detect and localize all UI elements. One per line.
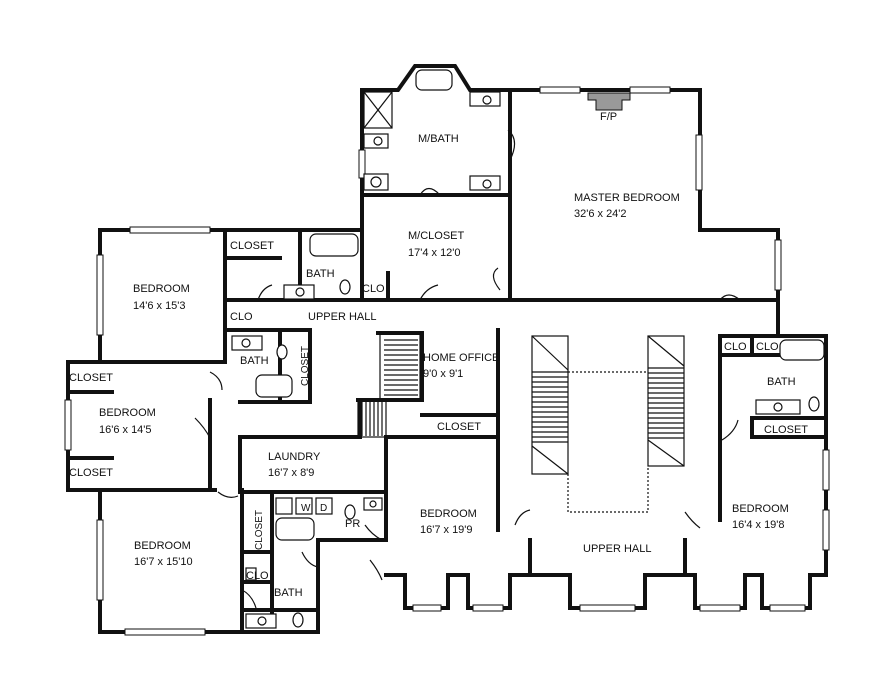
- stairs: [357, 332, 685, 513]
- clo2-label: CLO: [230, 311, 253, 323]
- closet2-label: CLOSET: [300, 346, 311, 386]
- laundry-label: LAUNDRY: [268, 451, 321, 463]
- bedroom5-label: BEDROOM: [732, 503, 789, 515]
- bedroom4-label: BEDROOM: [420, 508, 477, 520]
- fixtures: [231, 69, 825, 629]
- home-office-label: HOME OFFICE: [423, 352, 499, 364]
- bath4-label: BATH: [767, 376, 796, 388]
- laundry-dim: 16'7 x 8'9: [268, 467, 314, 479]
- bath3-label: BATH: [274, 587, 303, 599]
- closet-w2-label: CLOSET: [69, 467, 113, 479]
- upper-hall1-label: UPPER HALL: [308, 311, 376, 323]
- upper-hall2-label: UPPER HALL: [583, 543, 651, 555]
- bedroom1-dim: 14'6 x 15'3: [133, 300, 186, 312]
- bath2-label: BATH: [240, 355, 269, 367]
- closet-r-label: CLOSET: [764, 424, 808, 436]
- clo-r2-label: CLO: [756, 341, 779, 353]
- clo1-label: CLO: [362, 283, 385, 295]
- bedroom3-dim: 16'7 x 15'10: [134, 556, 193, 568]
- bedroom4-dim: 16'7 x 19'9: [420, 524, 473, 536]
- mbath-label: M/BATH: [418, 133, 459, 145]
- master-bedroom-label: MASTER BEDROOM: [574, 192, 680, 204]
- dryer-label: D: [320, 503, 327, 514]
- master-bedroom-dim: 32'6 x 24'2: [574, 208, 627, 220]
- bedroom1-label: BEDROOM: [133, 283, 190, 295]
- doors: [194, 129, 741, 609]
- closet-w1-label: CLOSET: [69, 372, 113, 384]
- home-office-dim: 9'0 x 9'1: [423, 368, 463, 380]
- bedroom5-dim: 16'4 x 19'8: [732, 519, 785, 531]
- washer-label: W: [301, 503, 311, 514]
- clo3-label: CLO: [246, 570, 269, 582]
- bedroom2-dim: 16'6 x 14'5: [99, 424, 152, 436]
- windows: [64, 86, 830, 636]
- mcloset-label: M/CLOSET: [408, 230, 465, 242]
- powder-room-label: PR: [345, 518, 360, 530]
- mcloset-dim: 17'4 x 12'0: [408, 247, 461, 259]
- room-labels: F/P M/BATH MASTER BEDROOM 32'6 x 24'2 M/…: [69, 111, 808, 599]
- closet1-label: CLOSET: [230, 240, 274, 252]
- closet-hall-label: CLOSET: [437, 421, 481, 433]
- clo-r1-label: CLO: [724, 341, 747, 353]
- bedroom2-label: BEDROOM: [99, 407, 156, 419]
- fireplace-label: F/P: [600, 111, 617, 123]
- bath1-label: BATH: [306, 268, 335, 280]
- closet-v-label: CLOSET: [254, 510, 265, 550]
- bedroom3-label: BEDROOM: [134, 540, 191, 552]
